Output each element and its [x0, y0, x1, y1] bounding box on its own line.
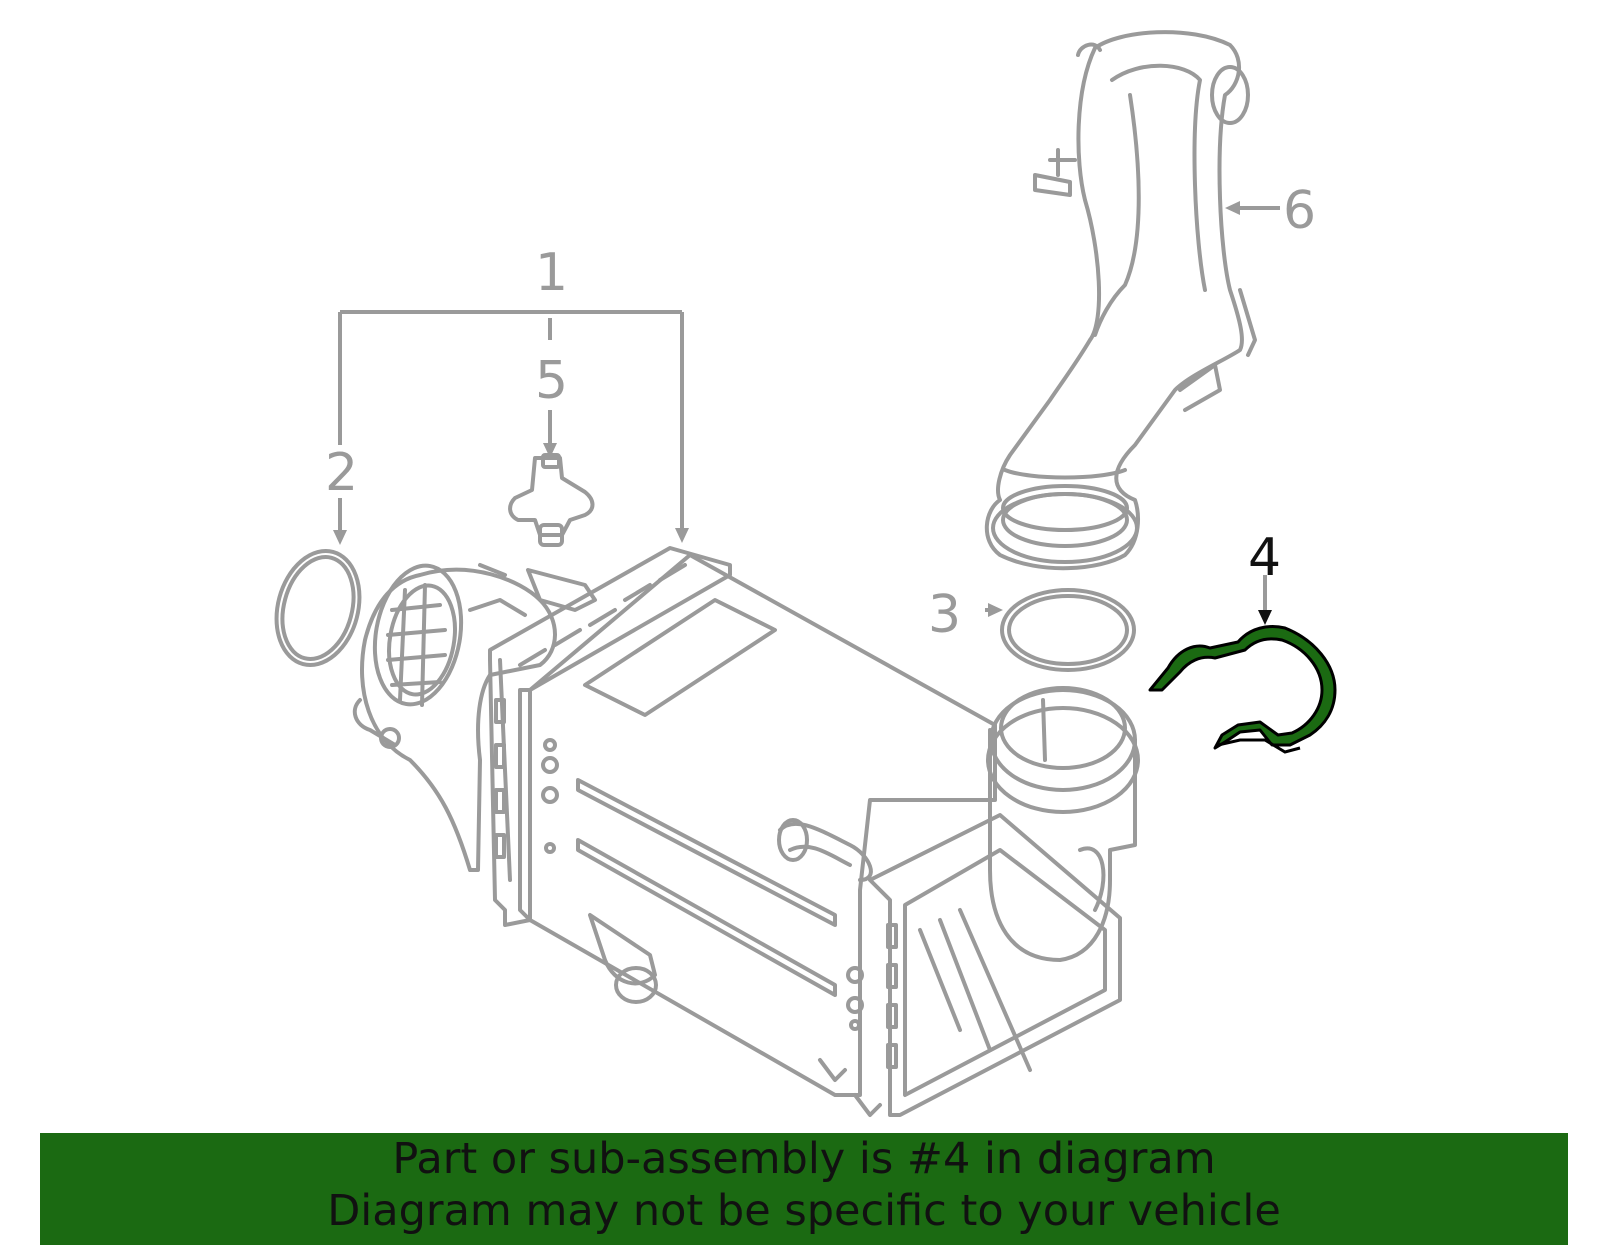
part-3-o-ring[interactable]	[1000, 588, 1136, 672]
banner-line-1: Part or sub-assembly is #4 in diagram	[392, 1134, 1216, 1184]
callout-1-bracket	[338, 310, 684, 530]
leader-arrow-6	[1225, 201, 1240, 215]
part-2-o-ring[interactable]	[264, 542, 371, 675]
part-1-intercooler[interactable]	[352, 546, 1140, 1117]
part-5-sensor[interactable]	[508, 453, 595, 547]
part-6-intake-hose[interactable]	[984, 30, 1257, 571]
leader-arrow-3	[988, 603, 1003, 617]
banner-line-2: Diagram may not be specific to your vehi…	[327, 1186, 1281, 1236]
callout-5[interactable]: 5	[535, 351, 568, 411]
leader-arrow-1	[675, 528, 689, 543]
callout-6[interactable]: 6	[1283, 181, 1316, 241]
info-banner: Part or sub-assembly is #4 in diagram Di…	[40, 1133, 1568, 1245]
callout-4[interactable]: 4	[1248, 528, 1281, 588]
callout-1[interactable]: 1	[535, 243, 568, 303]
callout-3[interactable]: 3	[928, 585, 961, 645]
leader-arrow-4	[1258, 610, 1272, 625]
part-4-hose-clamp[interactable]	[1148, 625, 1337, 754]
leader-arrow-5	[543, 443, 557, 458]
callout-2[interactable]: 2	[325, 443, 358, 503]
leader-arrow-2	[333, 530, 347, 545]
